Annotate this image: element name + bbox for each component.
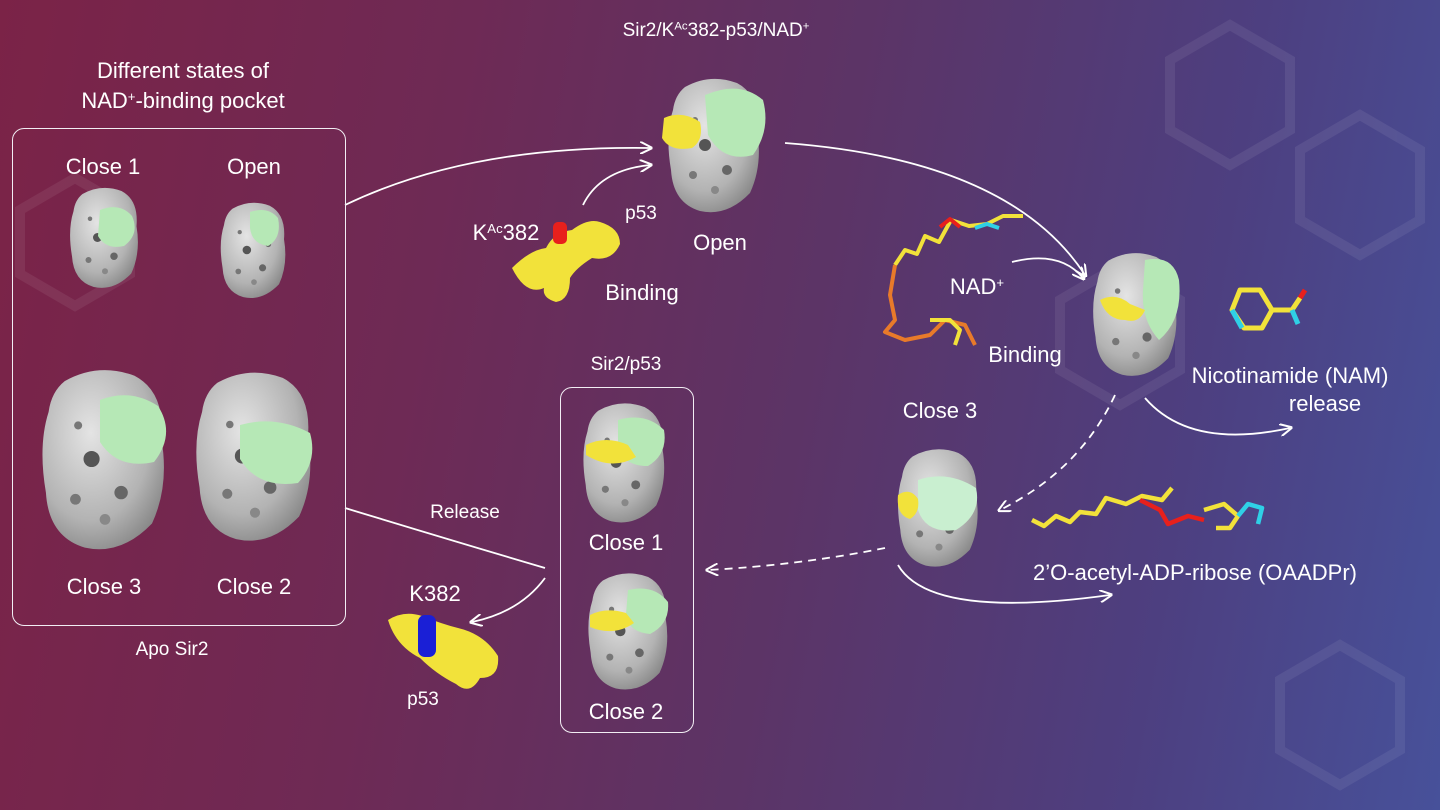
acetyl-lysine-label: KAc382 xyxy=(472,220,540,245)
arrows xyxy=(344,142,1290,622)
arrow-peptide-binding xyxy=(582,165,650,206)
state-label-open: Open xyxy=(227,154,281,179)
product-state-close2: Close 2 xyxy=(588,699,664,724)
product-title: Sir2/p53 xyxy=(590,354,662,375)
arrow-complex-to-nad xyxy=(784,142,1085,275)
k382-label: K382 xyxy=(409,581,461,606)
protein-product-close1 xyxy=(583,403,665,523)
oaadpr-molecule xyxy=(1030,486,1265,531)
p53-label-top: p53 xyxy=(625,203,657,224)
arrow-nam-release xyxy=(1144,397,1290,435)
nam-label: Nicotinamide (NAM) xyxy=(1191,363,1389,388)
p53-deacetylated-peptide xyxy=(388,613,499,689)
protein-complex-nad-bound xyxy=(1093,253,1180,376)
p53-acetylated-peptide xyxy=(512,221,620,302)
protein-complex-open xyxy=(662,78,766,213)
nad-label: NAD+ xyxy=(949,274,1005,299)
acetyl-lysine-mark xyxy=(553,222,567,244)
protein-close2-large xyxy=(196,372,313,541)
apo-caption: Apo Sir2 xyxy=(135,639,209,660)
complex-state-label: Open xyxy=(693,230,747,255)
close3-label: Close 3 xyxy=(902,398,978,423)
lysine-mark xyxy=(418,615,436,657)
arrow-nad-binding xyxy=(1011,257,1083,278)
state-label-close2: Close 2 xyxy=(216,574,292,599)
p53-label-bottom: p53 xyxy=(407,689,439,710)
nicotinamide-molecule xyxy=(1229,287,1308,331)
arrow-peptide-release xyxy=(472,577,546,622)
protein-open-small xyxy=(220,202,286,298)
apo-heading-line2: NAD+-binding pocket xyxy=(81,88,285,113)
protein-close3-catalytic xyxy=(897,449,978,567)
protein-close1-small xyxy=(70,187,138,288)
protein-product-close2 xyxy=(588,573,669,690)
nad-binding-label: Binding xyxy=(988,342,1062,367)
state-label-close3: Close 3 xyxy=(66,574,142,599)
arrow-oaadpr-release xyxy=(897,564,1110,604)
release-line xyxy=(344,507,546,569)
apo-heading-line1: Different states of xyxy=(96,58,270,83)
arrow-to-close3 xyxy=(1000,394,1116,510)
release-label: Release xyxy=(430,502,500,523)
nad-molecule xyxy=(883,214,1023,346)
state-label-close1: Close 1 xyxy=(65,154,141,179)
nam-release-label: release xyxy=(1288,391,1362,416)
arrow-apo-to-complex xyxy=(344,148,650,206)
product-state-close1: Close 1 xyxy=(588,530,664,555)
oaadpr-label: 2’O-acetyl-ADP-ribose (OAADPr) xyxy=(1033,560,1357,585)
arrow-to-product xyxy=(708,547,886,570)
complex-title: Sir2/KAc382-p53/NAD+ xyxy=(622,20,810,41)
apo-states-panel xyxy=(12,128,346,626)
product-states-panel xyxy=(560,387,694,733)
protein-close3-large xyxy=(42,370,167,550)
peptide-binding-label: Binding xyxy=(605,280,679,305)
